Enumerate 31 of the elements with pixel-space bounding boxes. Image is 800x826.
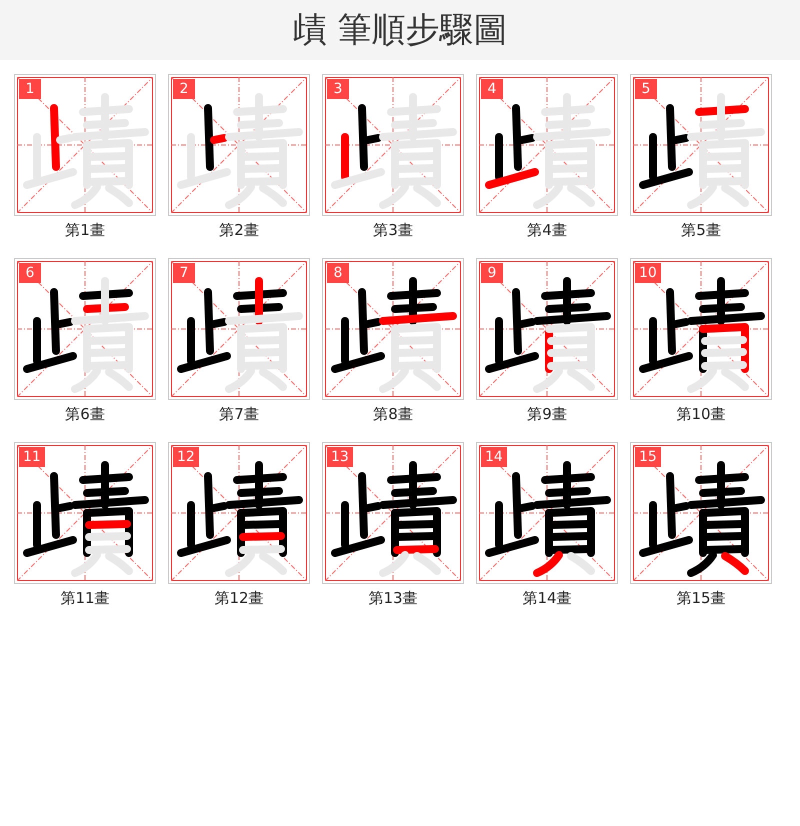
step-caption: 第2畫	[219, 220, 259, 240]
step-number-tag: 5	[635, 79, 657, 99]
step-number-tag: 7	[173, 263, 195, 283]
step-number-tag: 12	[173, 447, 199, 467]
step-caption: 第7畫	[219, 404, 259, 424]
step-number-tag: 15	[635, 447, 661, 467]
step-caption: 第4畫	[527, 220, 567, 240]
step-number-tag: 8	[327, 263, 349, 283]
page-title: 歵 筆順步驟圖	[292, 9, 508, 52]
step-caption: 第8畫	[373, 404, 413, 424]
step-number-tag: 10	[635, 263, 661, 283]
step-caption: 第9畫	[527, 404, 567, 424]
step-number-tag: 2	[173, 79, 195, 99]
step-caption: 第3畫	[373, 220, 413, 240]
step-caption: 第15畫	[676, 588, 726, 608]
step-number-tag: 13	[327, 447, 353, 467]
step-caption: 第1畫	[65, 220, 105, 240]
step-number-tag: 11	[19, 447, 45, 467]
step-caption: 第6畫	[65, 404, 105, 424]
step-number-tag: 14	[481, 447, 507, 467]
step-number-tag: 4	[481, 79, 503, 99]
step-caption: 第14畫	[522, 588, 572, 608]
step-caption: 第11畫	[60, 588, 110, 608]
step-caption: 第13畫	[368, 588, 418, 608]
step-caption: 第10畫	[676, 404, 726, 424]
step-caption: 第12畫	[214, 588, 264, 608]
step-caption: 第5畫	[681, 220, 721, 240]
step-number-tag: 1	[19, 79, 41, 99]
step-number-tag: 9	[481, 263, 503, 283]
step-number-tag: 3	[327, 79, 349, 99]
step-number-tag: 6	[19, 263, 41, 283]
